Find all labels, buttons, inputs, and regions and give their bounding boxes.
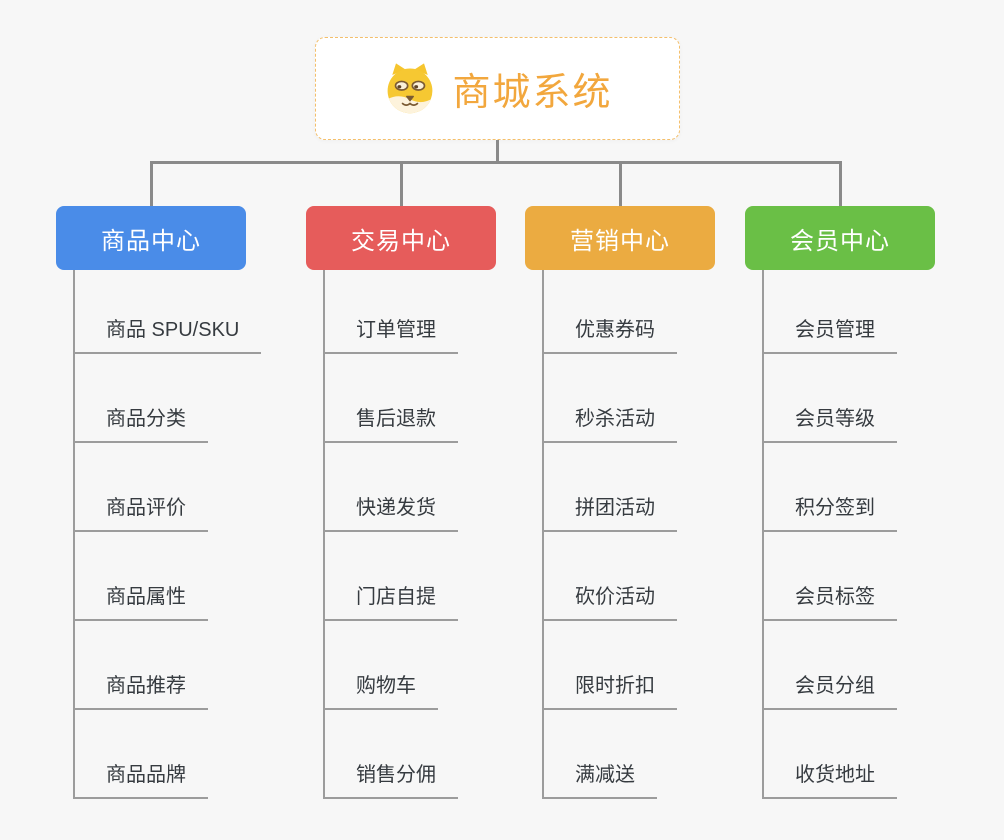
child-node[interactable]: 商品分类 xyxy=(73,405,208,443)
child-node[interactable]: 会员管理 xyxy=(762,316,897,354)
connector-line xyxy=(618,161,622,206)
child-node[interactable]: 秒杀活动 xyxy=(542,405,677,443)
child-node[interactable]: 售后退款 xyxy=(323,405,458,443)
branch-node-4[interactable]: 会员中心 xyxy=(745,206,935,270)
connector-line xyxy=(838,161,842,206)
child-node[interactable]: 积分签到 xyxy=(762,494,897,532)
branch-label: 交易中心 xyxy=(351,227,451,255)
root-title: 商城系统 xyxy=(452,72,613,114)
child-node[interactable]: 会员分组 xyxy=(762,672,897,710)
root-node[interactable]: 商城系统 xyxy=(315,37,680,140)
child-node[interactable]: 订单管理 xyxy=(323,316,458,354)
branch-label: 营销中心 xyxy=(570,227,670,255)
branch-node-3[interactable]: 营销中心 xyxy=(525,206,715,270)
child-node[interactable]: 限时折扣 xyxy=(542,672,677,710)
branch-column: 会员中心 会员管理会员等级积分签到会员标签会员分组收货地址 xyxy=(745,0,1004,840)
child-node[interactable]: 优惠券码 xyxy=(542,316,677,354)
branch-label: 会员中心 xyxy=(790,227,890,255)
branch-node-1[interactable]: 商品中心 xyxy=(56,206,246,270)
branch-label: 商品中心 xyxy=(101,227,201,255)
child-node[interactable]: 门店自提 xyxy=(323,583,458,621)
branch-column: 营销中心 优惠券码秒杀活动拼团活动砍价活动限时折扣满减送 xyxy=(525,0,825,840)
shiba-dog-face-icon xyxy=(388,62,433,113)
child-node[interactable]: 砍价活动 xyxy=(542,583,677,621)
child-node[interactable]: 商品 SPU/SKU xyxy=(73,316,262,354)
child-node[interactable]: 会员标签 xyxy=(762,583,897,621)
child-node[interactable]: 满减送 xyxy=(542,761,657,799)
child-node[interactable]: 快递发货 xyxy=(323,494,458,532)
connector-line xyxy=(149,161,153,206)
child-node[interactable]: 商品品牌 xyxy=(73,761,208,799)
child-node[interactable]: 拼团活动 xyxy=(542,494,677,532)
child-node[interactable]: 收货地址 xyxy=(762,761,897,799)
branch-column: 商品中心 商品 SPU/SKU 商品分类商品评价商品属性商品推荐商品品牌 xyxy=(56,0,356,840)
child-node[interactable]: 会员等级 xyxy=(762,405,897,443)
connector-line xyxy=(149,161,842,164)
connector-line xyxy=(399,161,403,206)
child-node[interactable]: 商品属性 xyxy=(73,583,208,621)
branch-node-2[interactable]: 交易中心 xyxy=(306,206,496,270)
child-node[interactable]: 商品推荐 xyxy=(73,672,208,710)
connector-line xyxy=(495,140,499,164)
child-node[interactable]: 商品评价 xyxy=(73,494,208,532)
child-node[interactable]: 购物车 xyxy=(323,672,438,710)
child-node[interactable]: 销售分佣 xyxy=(323,761,458,799)
